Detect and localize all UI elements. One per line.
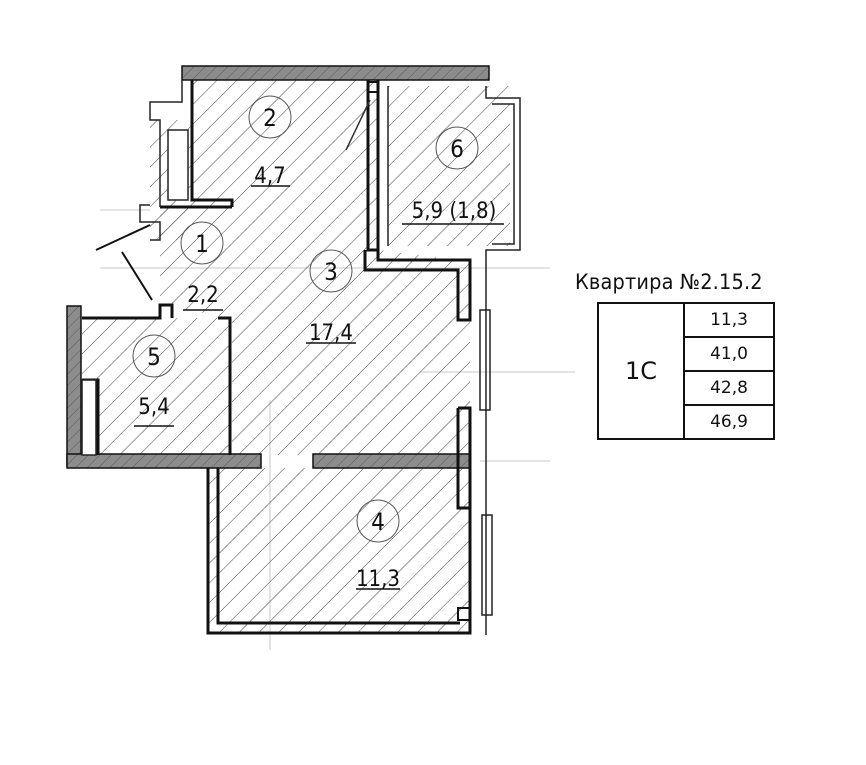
- area-underlines: [134, 185, 504, 590]
- room-labels: [132, 95, 479, 543]
- load-bearing-walls: [66, 65, 490, 469]
- room-4-area-label: 11,3: [356, 567, 400, 592]
- room-3-area: [160, 80, 470, 455]
- room-2-circle: [248, 95, 292, 139]
- room-6-number: 6: [450, 135, 464, 163]
- room-2-number: 2: [263, 104, 277, 132]
- room-numbers: 1 2 3 4 5 6: [147, 104, 464, 536]
- apartment-area-table: 1С 11,3 41,0 42,8 46,9: [597, 302, 775, 440]
- room-4-circle: [356, 499, 400, 543]
- room-6-area-label: 5,9 (1,8): [412, 199, 497, 224]
- room-2-area-label: 4,7: [254, 164, 285, 189]
- apartment-type: 1С: [599, 304, 685, 438]
- left-wall: [66, 305, 82, 467]
- room-6-area: [388, 86, 510, 246]
- door-swing-room-2: [345, 99, 371, 151]
- area-value-with-loggia-full: 46,9: [710, 412, 748, 432]
- area-values: 11,3 41,0 42,8 46,9: [685, 304, 773, 438]
- room-4-number: 4: [371, 508, 385, 536]
- partition-walls: [82, 80, 472, 635]
- area-value-total: 41,0: [685, 338, 773, 372]
- middle-wall-right: [312, 453, 471, 469]
- entrance-door: [95, 224, 153, 301]
- room-3-circle: [309, 249, 353, 293]
- room-1-area-label: 2,2: [187, 283, 218, 308]
- room-6-circle: [435, 126, 479, 170]
- area-value-living: 11,3: [685, 304, 773, 338]
- room-3-number: 3: [324, 258, 338, 286]
- room-5-area: [82, 318, 230, 455]
- thin-outlines: [81, 80, 521, 635]
- room-3-area-label: 17,4: [309, 321, 353, 346]
- room-5-area-label: 5,4: [138, 395, 169, 420]
- room-5-circle: [132, 334, 176, 378]
- middle-wall-left: [66, 453, 262, 469]
- room-fills: [82, 80, 510, 633]
- room-1-circle: [180, 221, 224, 265]
- room-1-number: 1: [195, 230, 209, 258]
- apartment-title: Квартира №2.15.2: [575, 270, 763, 294]
- area-value-with-loggia-reduced: 42,8: [685, 372, 773, 406]
- room-areas: 2,2 4,7 17,4 11,3 5,4 5,9 (1,8): [138, 164, 496, 592]
- room-4-area: [208, 468, 470, 633]
- room-5-number: 5: [147, 343, 161, 371]
- top-wall: [181, 65, 490, 81]
- apartment-legend: Квартира №2.15.2 1С 11,3 41,0 42,8 46,9: [575, 270, 779, 440]
